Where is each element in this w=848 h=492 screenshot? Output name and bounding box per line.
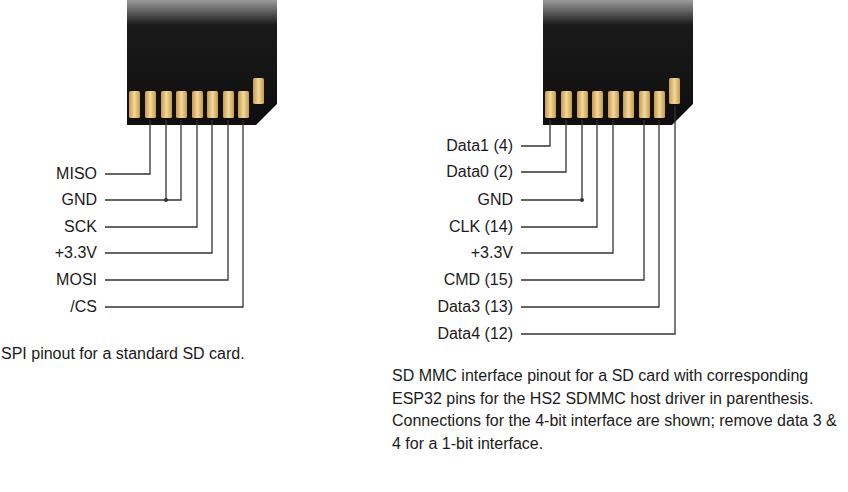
caption-note: SD MMC interface pinout for a SD card wi… <box>392 365 845 455</box>
pin-label: SCK <box>64 217 97 237</box>
pin-label: MOSI <box>56 270 97 290</box>
pin-label: MISO <box>56 164 97 184</box>
pin-label: CLK (14) <box>449 217 513 237</box>
junction-dot <box>580 198 584 202</box>
pin-label: Data3 (13) <box>437 297 513 317</box>
pin-label: Data4 (12) <box>437 324 513 344</box>
junction-dot <box>164 198 168 202</box>
caption-note: SPI pinout for a standard SD card. <box>1 343 381 366</box>
pin-label: GND <box>61 190 97 210</box>
pin-label: Data1 (4) <box>446 136 513 156</box>
pin-label: +3.3V <box>55 243 97 263</box>
pin-label: CMD (15) <box>444 270 513 290</box>
pin-label: +3.3V <box>471 243 513 263</box>
pin-label: Data0 (2) <box>446 162 513 182</box>
sd-card <box>543 0 693 125</box>
pin-label: GND <box>477 190 513 210</box>
sd-card <box>127 0 277 125</box>
leader-lines <box>105 106 675 334</box>
pin-label: /CS <box>70 297 97 317</box>
